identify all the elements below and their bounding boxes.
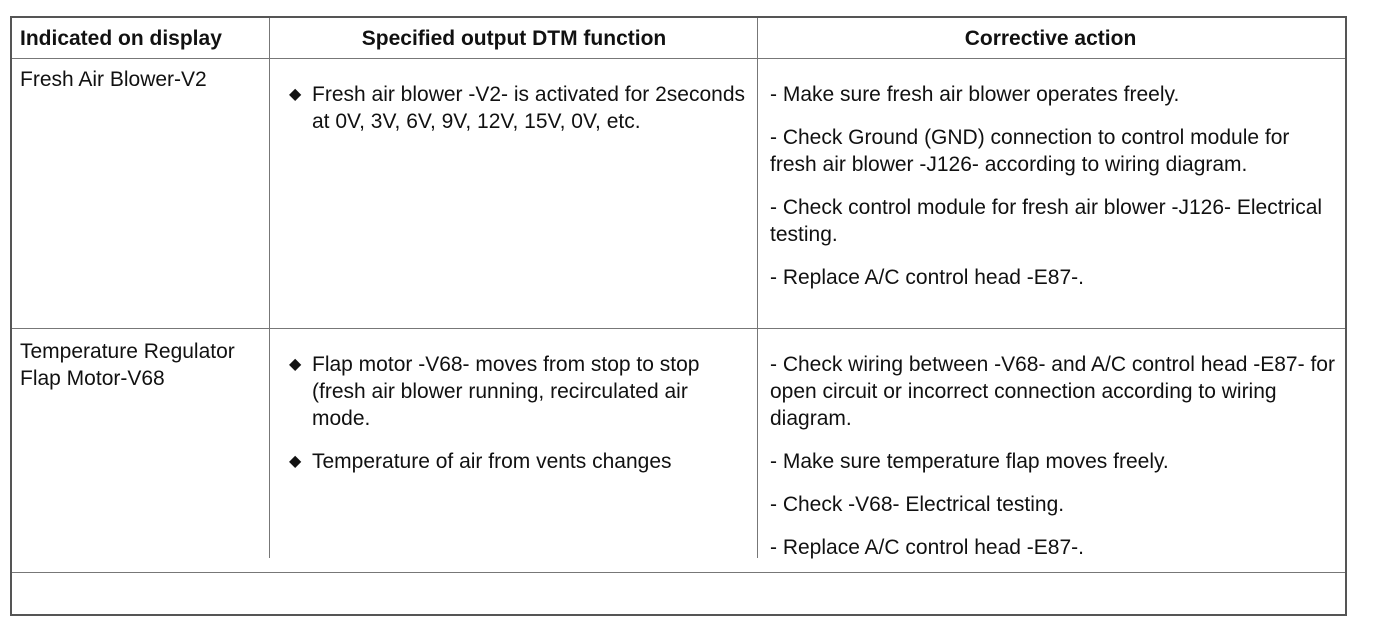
- action-cell: - Make sure fresh air blower operates fr…: [770, 81, 1338, 307]
- action-item: - Replace A/C control head -E87-.: [770, 536, 1084, 559]
- dtm-cell: ◆ Fresh air blower -V2- is activated for…: [286, 81, 746, 151]
- table-row: Fresh Air Blower-V2 ◆ Fresh air blower -…: [12, 66, 1345, 326]
- action-item: - Check control module for fresh air blo…: [770, 196, 1323, 246]
- row-divider: [12, 58, 1345, 59]
- action-item: - Check Ground (GND) connection to contr…: [770, 126, 1290, 176]
- diamond-bullet-icon: ◆: [289, 86, 302, 103]
- diamond-bullet-icon: ◆: [289, 356, 302, 373]
- table-row: Temperature Regulator Flap Motor-V68 ◆ F…: [12, 338, 1345, 570]
- header-indicated: Indicated on display: [20, 27, 222, 50]
- dtm-text: Temperature of air from vents changes: [312, 450, 672, 473]
- column-divider: [269, 18, 270, 558]
- empty-row: [12, 573, 1345, 614]
- indicated-cell: Temperature Regulator Flap Motor-V68: [20, 340, 235, 390]
- action-item: - Replace A/C control head -E87-.: [770, 266, 1084, 289]
- dtm-table: Indicated on display Specified output DT…: [10, 16, 1347, 616]
- action-item: - Check -V68- Electrical testing.: [770, 493, 1065, 516]
- row-divider: [12, 572, 1345, 573]
- diamond-bullet-icon: ◆: [289, 453, 302, 470]
- dtm-cell: ◆ Flap motor -V68- moves from stop to st…: [286, 351, 746, 491]
- header-corrective-action: Corrective action: [964, 27, 1137, 50]
- dtm-text: Fresh air blower -V2- is activated for 2…: [312, 83, 746, 133]
- row-divider: [12, 328, 1345, 329]
- column-divider: [757, 18, 758, 558]
- dtm-text: Flap motor -V68- moves from stop to stop…: [312, 353, 700, 430]
- action-item: - Check wiring between -V68- and A/C con…: [770, 353, 1335, 430]
- indicated-cell: Fresh Air Blower-V2: [20, 68, 207, 91]
- action-cell: - Check wiring between -V68- and A/C con…: [770, 351, 1340, 577]
- action-item: - Make sure fresh air blower operates fr…: [770, 83, 1180, 106]
- list-item: ◆ Fresh air blower -V2- is activated for…: [286, 81, 746, 135]
- list-item: ◆ Flap motor -V68- moves from stop to st…: [286, 351, 746, 432]
- list-item: ◆ Temperature of air from vents changes: [286, 448, 746, 475]
- header-dtm-function: Specified output DTM function: [361, 27, 667, 50]
- action-item: - Make sure temperature flap moves freel…: [770, 450, 1169, 473]
